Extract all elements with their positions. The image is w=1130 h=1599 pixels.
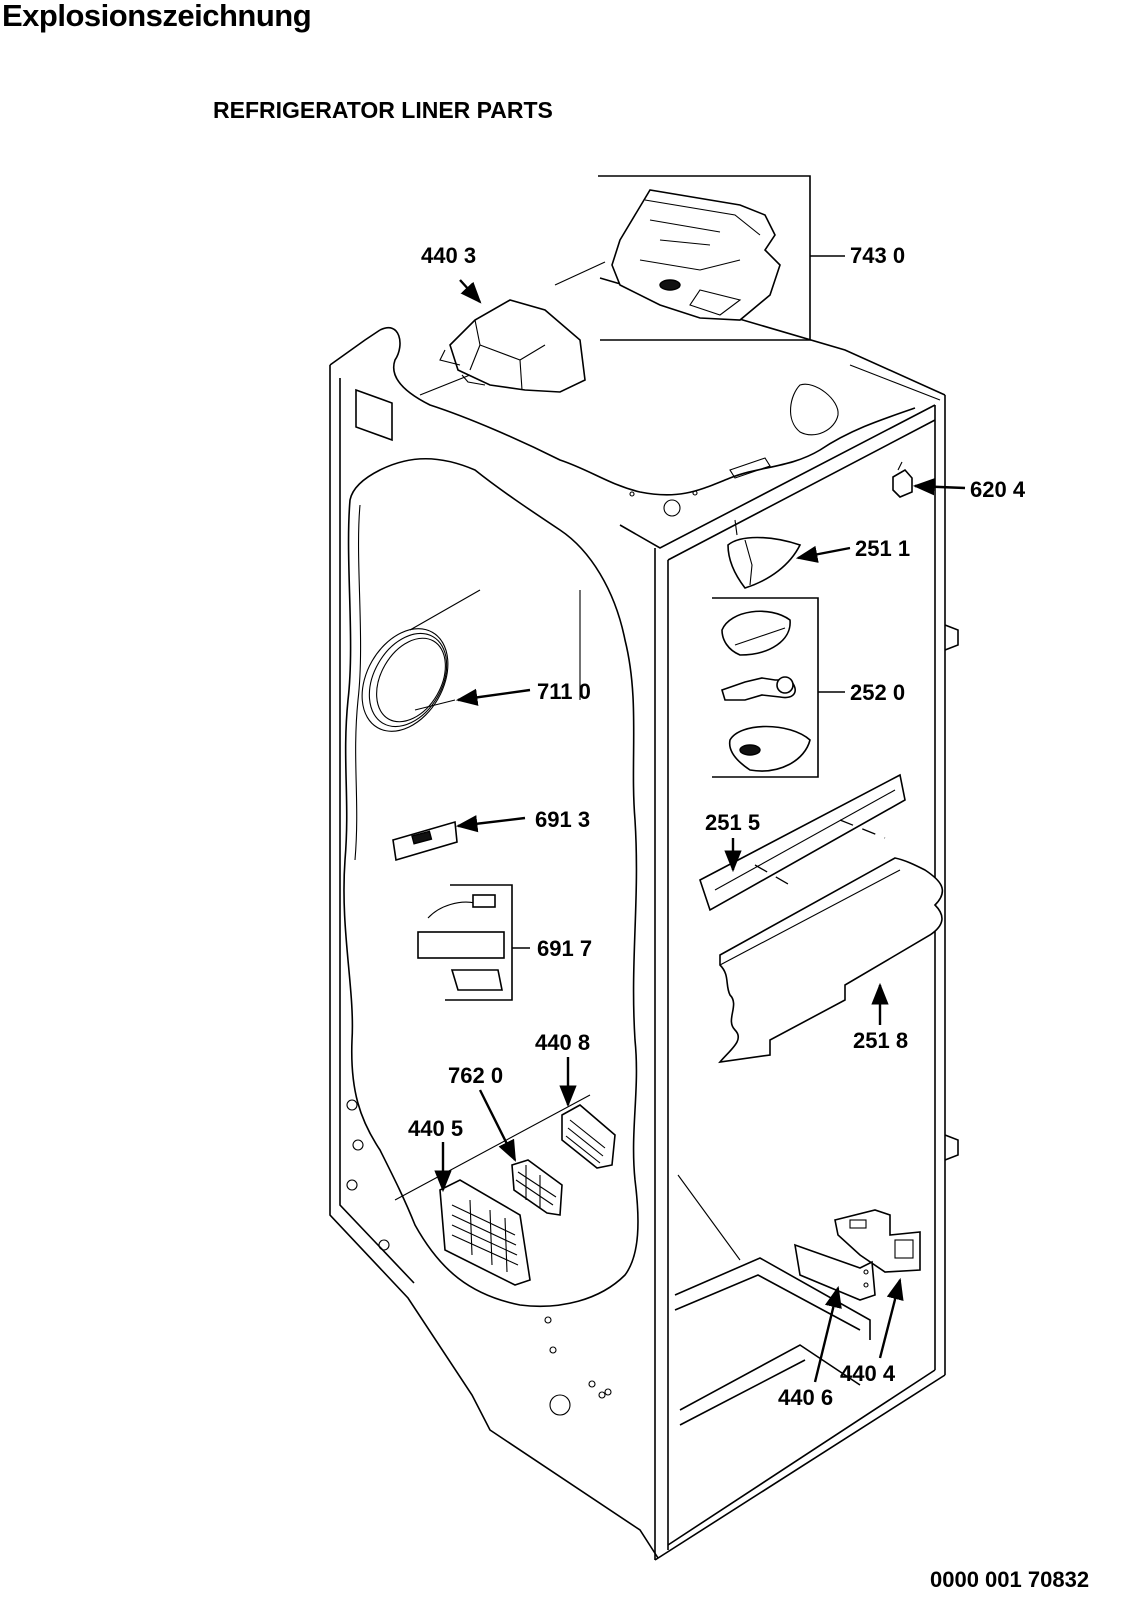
part-743-0-air-duct — [598, 175, 811, 341]
part-440-4-bracket — [834, 1209, 921, 1273]
callout-251-8: 251 8 — [853, 1028, 908, 1053]
part-440-3-vent — [419, 261, 606, 396]
callout-251-1: 251 1 — [855, 536, 910, 561]
part-762-0-grille — [511, 1159, 563, 1216]
callout-440-5: 440 5 — [408, 1116, 463, 1141]
part-440-5-grille — [439, 1179, 531, 1286]
callout-440-4: 440 4 — [840, 1361, 896, 1386]
group-bracket-7430 — [598, 175, 811, 341]
callout-711-0: 711 0 — [537, 679, 591, 704]
callout-251-5: 251 5 — [705, 810, 760, 835]
part-251-5-rail — [699, 773, 906, 912]
left-wall-holes — [346, 1099, 612, 1416]
callout-labels: 743 0 440 3 620 4 251 1 252 0 711 0 691 … — [408, 243, 1026, 1410]
page-title: Explosionszeichnung — [2, 0, 312, 33]
top-left-vent-opening — [355, 388, 393, 442]
diagram-subtitle: REFRIGERATOR LINER PARTS — [213, 97, 553, 123]
group-bracket-6917 — [445, 884, 513, 1001]
callout-620-4: 620 4 — [970, 477, 1026, 502]
bottom-tray — [674, 1257, 871, 1340]
top-front-edge — [619, 404, 936, 549]
left-wall-outline — [329, 365, 659, 1559]
front-top-inner — [667, 419, 936, 561]
top-hole — [663, 499, 681, 517]
group-bracket-2520 — [712, 597, 819, 778]
leader-lines — [434, 255, 966, 1383]
callout-440-6: 440 6 — [778, 1385, 833, 1410]
part-440-8-grille — [561, 1104, 616, 1169]
callout-762-0: 762 0 — [448, 1063, 503, 1088]
part-251-8-panel — [718, 857, 944, 1064]
part-252-0-light-assembly — [712, 597, 819, 778]
part-620-4-switch — [892, 461, 913, 498]
callout-440-3: 440 3 — [421, 243, 476, 268]
callout-252-0: 252 0 — [850, 680, 905, 705]
top-tear-edge — [379, 327, 916, 496]
document-number: 0000 001 70832 — [930, 1567, 1090, 1592]
left-wall-inner — [339, 378, 415, 1284]
top-opening — [790, 383, 839, 436]
callout-691-7: 691 7 — [537, 936, 592, 961]
cabinet-liner — [329, 277, 959, 1561]
part-691-7-sensor-kit — [417, 884, 513, 1001]
top-left-edge — [329, 329, 381, 366]
part-711-0-cable-coil — [361, 589, 481, 732]
part-691-3-sensor — [392, 820, 458, 862]
callout-440-8: 440 8 — [535, 1030, 590, 1055]
callout-691-3: 691 3 — [535, 807, 590, 832]
callout-743-0: 743 0 — [850, 243, 905, 268]
front-bottom-inner — [667, 1369, 936, 1546]
part-440-6-bracket — [793, 1243, 876, 1301]
left-cavity-tear — [343, 458, 639, 1308]
front-bottom-outer — [654, 1374, 946, 1561]
part-251-1-lamp-cover — [727, 519, 802, 589]
